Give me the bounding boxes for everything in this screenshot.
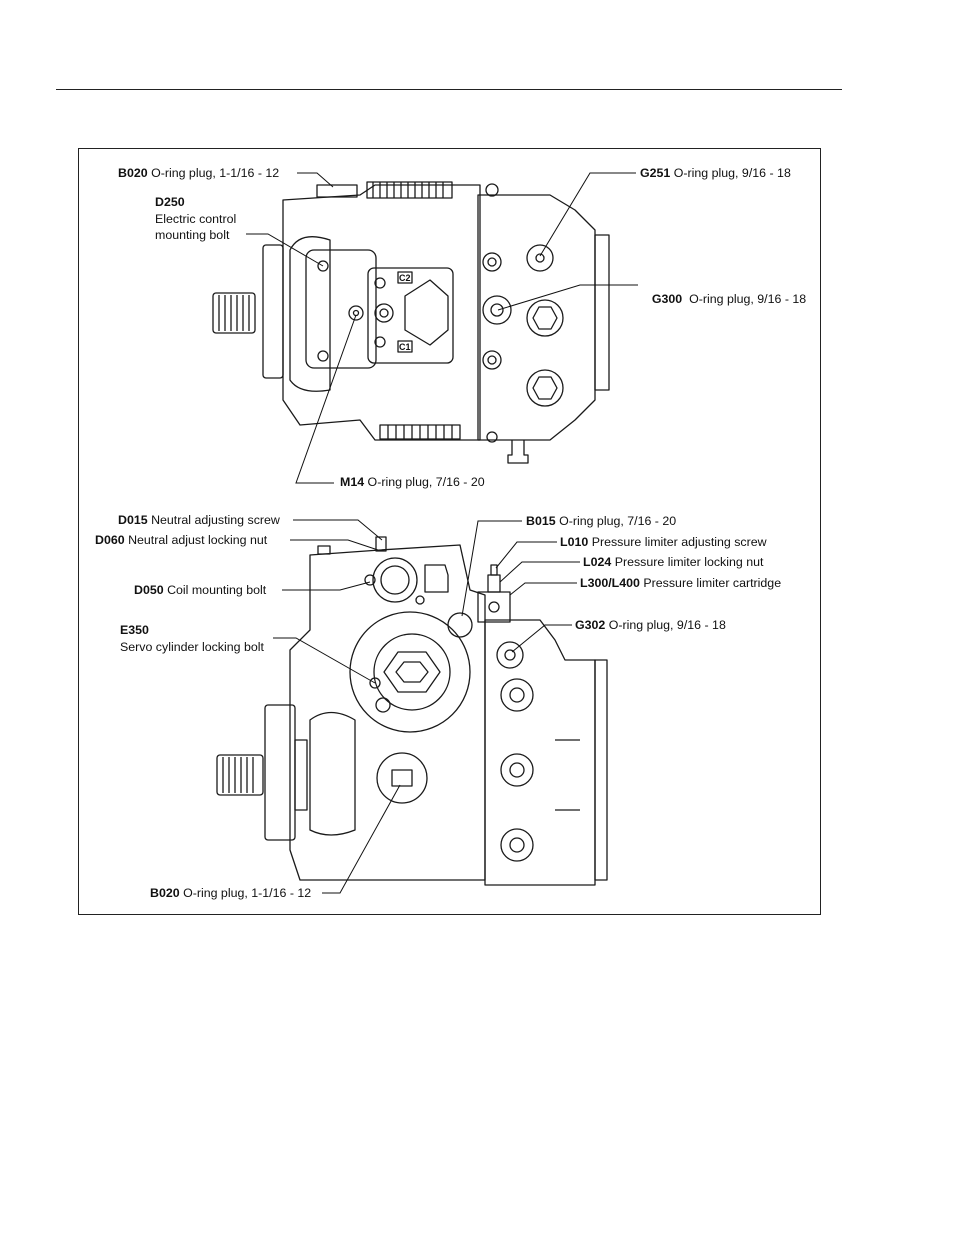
callout-l010: L010 Pressure limiter adjusting screw	[560, 535, 767, 550]
leader-l024	[499, 561, 580, 583]
callout-l300-l400: L300/L400 Pressure limiter cartridge	[580, 576, 781, 591]
callout-code: G251	[640, 166, 671, 180]
leader-m14	[295, 314, 357, 484]
callout-text-line1: Servo cylinder locking bolt	[120, 639, 264, 654]
callout-code: M14	[340, 475, 365, 489]
callout-g302: G302 O-ring plug, 9/16 - 18	[575, 618, 726, 633]
callout-code: E350	[120, 623, 149, 637]
callout-text: O-ring plug, 7/16 - 20	[364, 475, 485, 489]
callout-b015: B015 O-ring plug, 7/16 - 20	[526, 514, 676, 529]
callout-d060: D060 Neutral adjust locking nut	[95, 533, 267, 548]
callout-b020-bottom: B020 O-ring plug, 1-1/16 - 12	[150, 886, 311, 901]
callout-code: B020	[118, 166, 148, 180]
leader-l010	[495, 541, 557, 569]
leader-g251	[539, 172, 636, 257]
callout-code: L300/L400	[580, 576, 640, 590]
leader-d060	[290, 539, 379, 551]
callout-text: O-ring plug, 9/16 - 18	[670, 166, 791, 180]
callout-d050: D050 Coil mounting bolt	[134, 583, 266, 598]
callout-g300: G300 O-ring plug, 9/16 - 18	[645, 277, 806, 307]
callout-code: G302	[575, 618, 606, 632]
callout-text: O-ring plug, 9/16 - 18	[605, 618, 726, 632]
leader-b020-bottom	[322, 784, 401, 894]
callout-code: B015	[526, 514, 556, 528]
callout-l024: L024 Pressure limiter locking nut	[583, 555, 763, 570]
callout-code: D060	[95, 533, 125, 547]
callout-code: D015	[118, 513, 148, 527]
plate-mark-c1: C1	[399, 342, 411, 352]
callout-text-line2: mounting bolt	[155, 228, 230, 242]
leader-g302	[511, 624, 572, 653]
bottom-pump-view	[216, 536, 608, 886]
leader-e350	[273, 637, 376, 684]
callout-d015: D015 Neutral adjusting screw	[118, 513, 280, 528]
plate-mark-c2: C2	[399, 273, 411, 283]
callout-text: Pressure limiter locking nut	[611, 555, 764, 569]
callout-text: Neutral adjusting screw	[147, 513, 280, 527]
callout-code: L010	[560, 535, 589, 549]
callout-text-line1: Electric control	[155, 211, 237, 226]
leader-g300	[497, 284, 638, 311]
callout-e350: E350 Servo cylinder locking bolt	[120, 622, 264, 655]
figure-frame	[78, 148, 821, 915]
callout-b020-top: B020 O-ring plug, 1-1/16 - 12	[118, 166, 279, 181]
leader-d250	[246, 233, 324, 267]
callout-code: L024	[583, 555, 612, 569]
callout-text: O-ring plug, 7/16 - 20	[555, 514, 677, 528]
leader-d050	[282, 581, 371, 591]
header-rule	[56, 89, 842, 90]
callout-text: Neutral adjust locking nut	[124, 533, 268, 547]
callout-text: Coil mounting bolt	[163, 583, 267, 597]
leader-b020-top	[297, 172, 334, 188]
leader-l300	[509, 582, 577, 596]
callout-text: O-ring plug, 1-1/16 - 12	[147, 166, 280, 180]
callout-code: G300	[651, 292, 683, 306]
callout-text: Pressure limiter cartridge	[639, 576, 782, 590]
callout-code: D050	[134, 583, 164, 597]
leader-b015	[461, 520, 522, 617]
callout-m14: M14 O-ring plug, 7/16 - 20	[340, 475, 485, 490]
leader-lines	[246, 172, 638, 894]
callout-code: D250	[155, 195, 185, 209]
callout-d250: D250 Electric control mounting bolt	[155, 194, 236, 244]
leader-d015	[293, 519, 383, 541]
callout-code: B020	[150, 886, 180, 900]
top-pump-view	[212, 181, 610, 464]
callout-text: Pressure limiter adjusting screw	[588, 535, 767, 549]
callout-text: O-ring plug, 9/16 - 18	[682, 292, 807, 306]
callout-g251: G251 O-ring plug, 9/16 - 18	[640, 166, 791, 181]
callout-text: O-ring plug, 1-1/16 - 12	[179, 886, 312, 900]
